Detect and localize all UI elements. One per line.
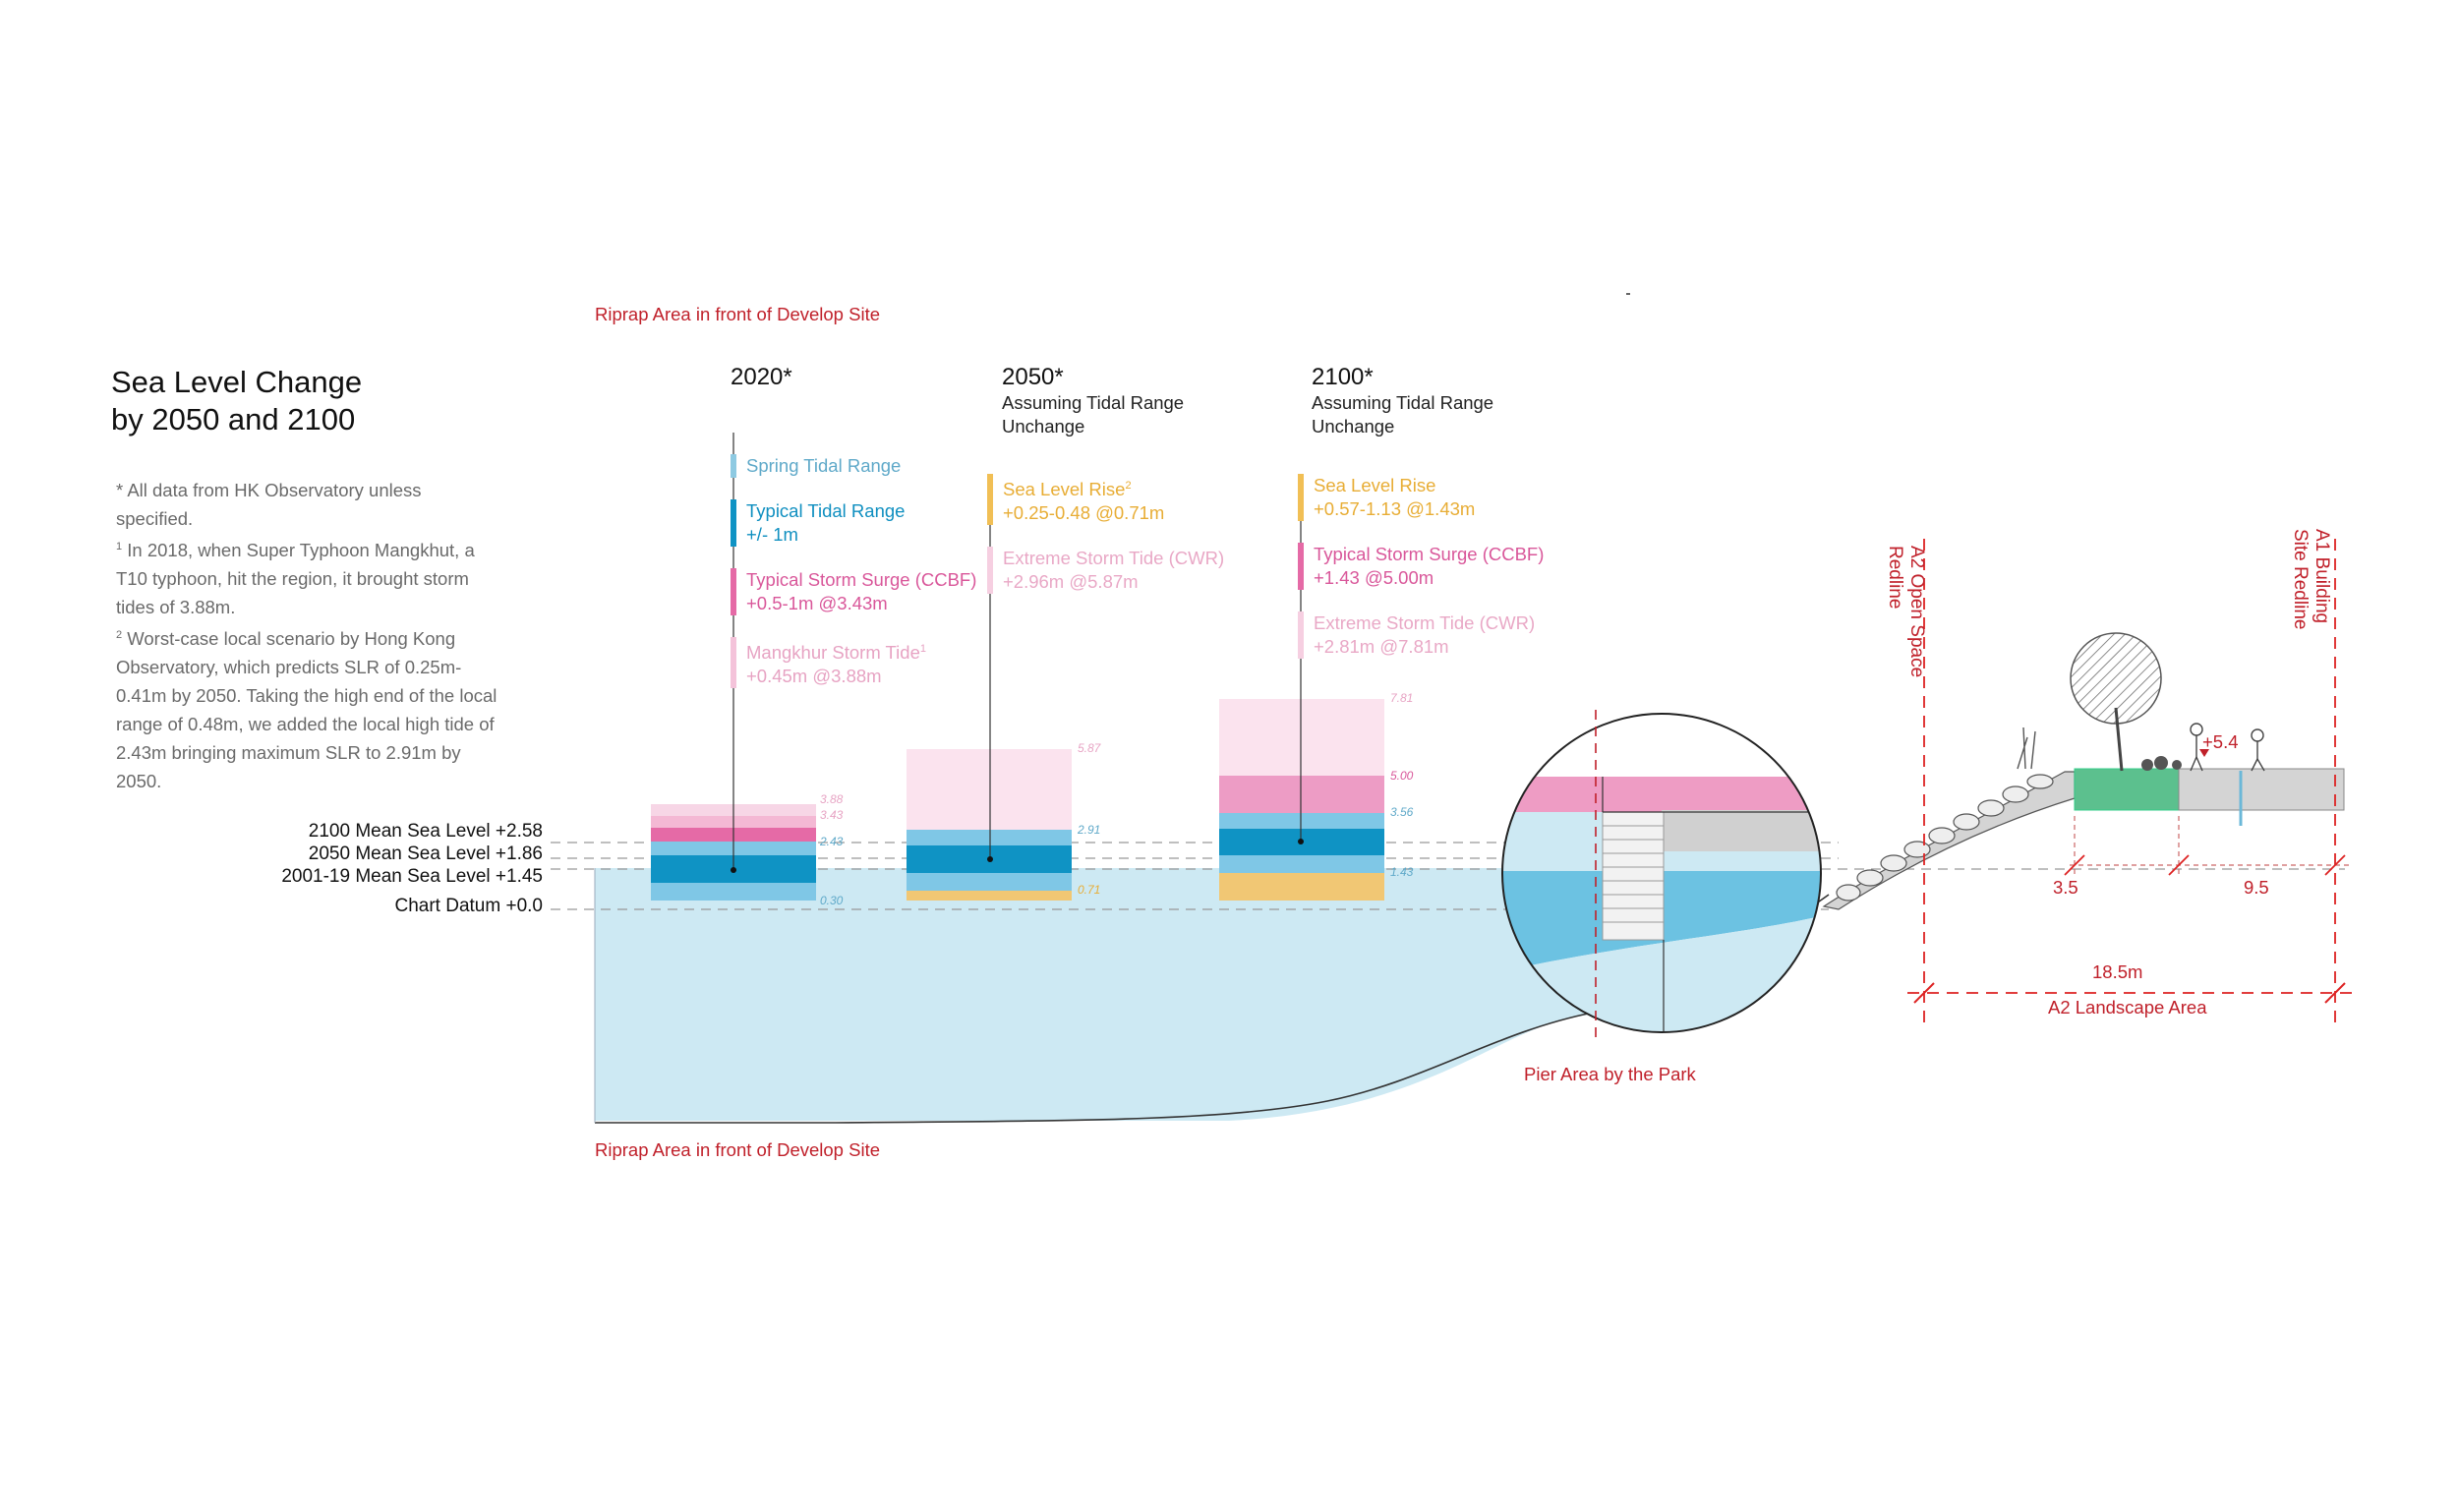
column-2050-header: 2050* Assuming Tidal Range Unchange <box>1002 364 1184 438</box>
legend-2020-mangkhut: Mangkhur Storm Tide1 +0.45m @3.88m <box>731 637 976 689</box>
title-line-2: by 2050 and 2100 <box>111 402 356 436</box>
note-2-marker: 1 <box>116 541 123 552</box>
pier-area-label: Pier Area by the Park <box>1524 1064 1696 1084</box>
subtitle-2050-2: Unchange <box>1002 416 1085 436</box>
landscape-section <box>1822 632 2345 910</box>
subtitle-2100-2: Unchange <box>1312 416 1395 436</box>
notes-block: * All data from HK Observatory unless sp… <box>116 476 499 795</box>
diagram-title: Sea Level Change by 2050 and 2100 <box>111 364 362 438</box>
legend-2020-storm-surge-value: +0.5-1m @3.43m <box>746 593 888 613</box>
legend-2100-slr-value: +0.57-1.13 @1.43m <box>1314 498 1476 519</box>
legend-2020-storm-surge: Typical Storm Surge (CCBF) +0.5-1m @3.43… <box>731 568 976 615</box>
a2-redline-line2: Redline <box>1885 546 1905 610</box>
legend-2100-storm-surge: Typical Storm Surge (CCBF) +1.43 @5.00m <box>1298 543 1544 590</box>
title-line-1: Sea Level Change <box>111 365 363 399</box>
subtitle-2100-1: Assuming Tidal Range <box>1312 392 1494 413</box>
tick-2100-3: 1.43 <box>1390 865 1414 879</box>
year-2100: 2100* <box>1312 364 1374 390</box>
year-2050: 2050* <box>1002 364 1064 390</box>
legend-2020-typical-tidal-title: Typical Tidal Range <box>746 500 906 521</box>
tick-labels-2100: 7.81 5.00 3.56 1.43 <box>1390 691 1414 879</box>
legend-2050-slr: Sea Level Rise2 +0.25-0.48 @0.71m <box>987 474 1224 526</box>
tick-labels-2020: 3.88 3.43 2.43 0.30 <box>819 792 844 907</box>
dimension-ticks <box>1913 982 2346 1004</box>
note-3: 2 Worst-case local scenario by Hong Kong… <box>116 621 499 795</box>
legend-2100-slr: Sea Level Rise +0.57-1.13 @1.43m <box>1298 474 1544 521</box>
level-label-2100: 2100 Mean Sea Level +2.58 <box>308 821 543 842</box>
dim-3-5: 3.5 <box>2053 877 2078 898</box>
tick-2050-1: 2.91 <box>1077 823 1100 837</box>
legend-2100: Sea Level Rise +0.57-1.13 @1.43m Typical… <box>1298 474 1544 659</box>
tick-2020-3: 0.30 <box>820 894 844 907</box>
a1-redline-line2: Site Redline <box>2290 529 2311 630</box>
tick-2050-0: 5.87 <box>1078 741 1102 755</box>
sub-dimensions <box>2070 816 2350 875</box>
tick-2100-0: 7.81 <box>1390 691 1413 705</box>
level-label-2050: 2050 Mean Sea Level +1.86 <box>308 843 543 864</box>
legend-2020: Spring Tidal Range Typical Tidal Range +… <box>731 454 976 689</box>
dim-9-5: 9.5 <box>2244 877 2269 898</box>
a1-redline-line1: A1 Building <box>2312 529 2332 624</box>
legend-2020-mangkhut-value: +0.45m @3.88m <box>746 666 882 687</box>
riprap-label-top: Riprap Area in front of Develop Site <box>595 304 880 324</box>
legend-2050-extreme-title: Extreme Storm Tide (CWR) <box>1003 548 1225 569</box>
level-mark: +5.4 <box>2202 731 2239 752</box>
a1-redline-label: A1 Building Site Redline <box>2289 529 2332 726</box>
note-3-text: Worst-case local scenario by Hong Kong O… <box>116 628 497 792</box>
level-label-2001-19: 2001-19 Mean Sea Level +1.45 <box>281 866 543 887</box>
legend-2020-spring: Spring Tidal Range <box>731 454 976 478</box>
legend-2100-extreme-value: +2.81m @7.81m <box>1314 636 1449 657</box>
tick-2100-2: 3.56 <box>1390 805 1414 819</box>
note-2: 1 In 2018, when Super Typhoon Mangkhut, … <box>116 533 499 621</box>
bar-2050 <box>907 477 1072 901</box>
tick-labels-2050: 5.87 2.91 0.71 <box>1077 741 1102 897</box>
a2-redline-label: A2 Open Space Redline <box>1884 546 1927 742</box>
legend-2020-spring-title: Spring Tidal Range <box>746 455 902 476</box>
column-2100-header: 2100* Assuming Tidal Range Unchange <box>1312 364 1493 438</box>
legend-2050-slr-title: Sea Level Rise2 <box>1003 479 1132 500</box>
bar-2100 <box>1219 477 1384 901</box>
tick-2020-0: 3.88 <box>820 792 844 806</box>
dim-total: 18.5m <box>2092 961 2143 982</box>
riprap-label-bottom: Riprap Area in front of Develop Site <box>595 1139 880 1160</box>
a2-redline-line1: A2 Open Space <box>1906 546 1927 678</box>
legend-2100-slr-title: Sea Level Rise <box>1314 475 1436 495</box>
legend-2050-extreme: Extreme Storm Tide (CWR) +2.96m @5.87m <box>987 547 1225 595</box>
legend-2020-mangkhut-title: Mangkhur Storm Tide1 <box>746 642 926 664</box>
landscape-area-label: A2 Landscape Area <box>2048 997 2207 1018</box>
tick-2050-2: 0.71 <box>1078 883 1100 897</box>
column-2020-header: 2020* <box>731 364 792 391</box>
tick-2100-1: 5.00 <box>1390 769 1414 783</box>
legend-2100-extreme: Extreme Storm Tide (CWR) +2.81m @7.81m <box>1298 611 1544 659</box>
level-label-chart-datum: Chart Datum +0.0 <box>394 896 544 916</box>
legend-2050-extreme-value: +2.96m @5.87m <box>1003 571 1139 593</box>
subtitle-2050-1: Assuming Tidal Range <box>1002 392 1185 413</box>
legend-2020-typical-tidal: Typical Tidal Range +/- 1m <box>731 499 976 547</box>
bar-2020 <box>651 433 816 901</box>
legend-2050-slr-value: +0.25-0.48 @0.71m <box>1003 502 1165 524</box>
year-2020: 2020* <box>731 364 792 390</box>
note-1: * All data from HK Observatory unless sp… <box>116 480 422 529</box>
note-3-marker: 2 <box>116 629 123 642</box>
legend-2100-extreme-title: Extreme Storm Tide (CWR) <box>1314 612 1536 633</box>
legend-2100-storm-surge-value: +1.43 @5.00m <box>1314 567 1434 588</box>
tick-2020-1: 3.43 <box>820 808 844 822</box>
legend-2020-typical-tidal-value: +/- 1m <box>746 524 798 545</box>
redlines <box>1907 539 2355 1022</box>
note-2-text: In 2018, when Super Typhoon Mangkhut, a … <box>116 540 475 618</box>
legend-2050: Sea Level Rise2 +0.25-0.48 @0.71m Extrem… <box>987 474 1225 595</box>
legend-2020-storm-surge-title: Typical Storm Surge (CCBF) <box>746 569 977 590</box>
tick-2020-2: 2.43 <box>819 835 844 848</box>
legend-2100-storm-surge-title: Typical Storm Surge (CCBF) <box>1314 544 1545 564</box>
